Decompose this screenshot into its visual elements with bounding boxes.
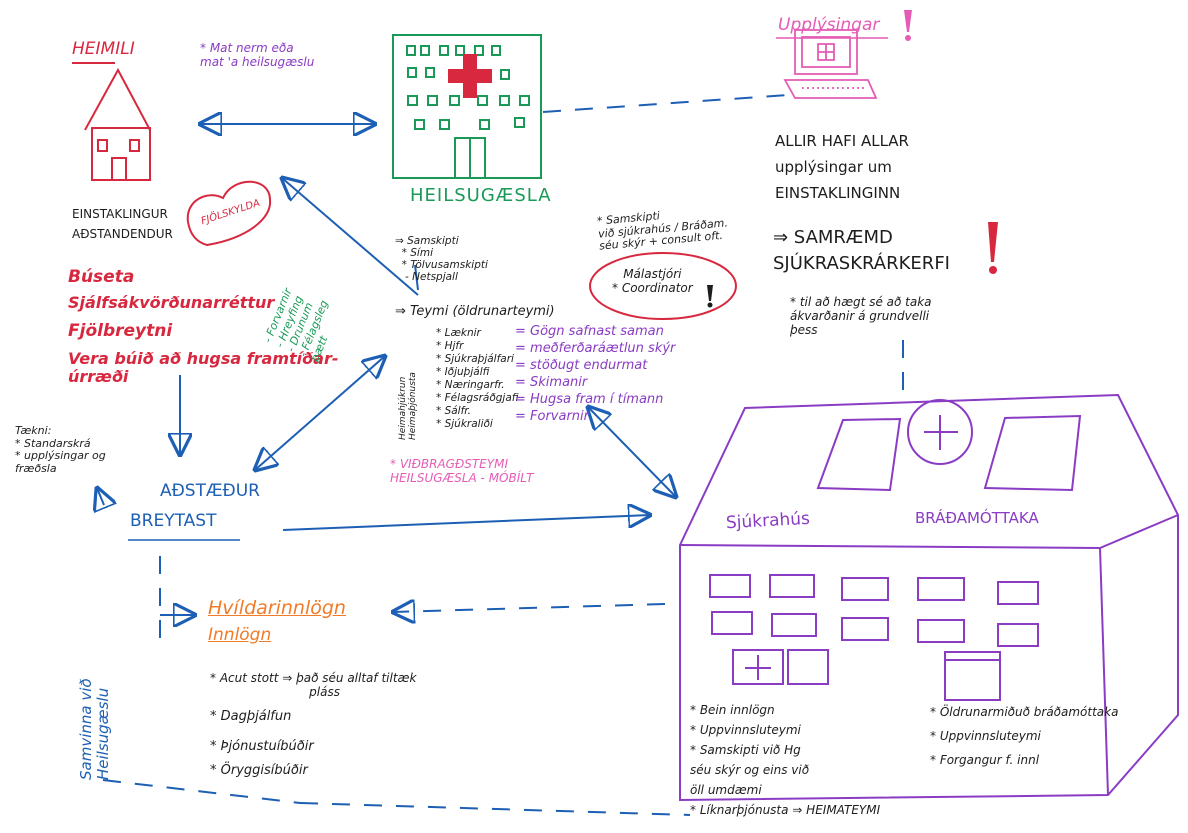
team-member: * Sjúkraþjálfari [436,353,514,365]
heart-shape [186,180,272,247]
individual-label: EINSTAKLINGUR [72,207,168,221]
communication-block: ⇒ Samskipti * Sími * Tölvusamskipti - Ne… [395,235,488,284]
decision-note: * til að hægt sé að taka ákvarðanir á gr… [790,295,932,337]
team-member: * Næringarfr. [436,379,505,391]
arrow-tech [97,488,104,505]
house-icon [84,67,151,181]
team-label: ⇒ Teymi (öldrunarteymi) [395,304,555,319]
arrows [97,124,676,615]
diversity-label: Fjölbreytni [68,321,173,341]
dashed-links [102,94,904,816]
living-label: Búseta [68,267,135,287]
exclamation-icon [707,10,998,308]
future-label: Vera búið að hugsa framtíðar- úrræði [68,349,339,387]
home-title: HEIMILI [72,39,135,59]
circumstances-label: AÐSTÆÐUR [160,481,260,501]
admission-item: * Acut stott ⇒ það séu alltaf tiltæk plá… [210,671,417,699]
self-determination-label: Sjálfsákvörðunarréttur [68,293,275,312]
team-member: * Sjúkraliði [436,418,493,430]
computer-info-icon [783,29,878,99]
team-member: * Iðjuþjálfi [436,366,490,378]
red-cross-icon [448,54,492,98]
health-center-building-icon [392,34,542,179]
team-member: * Sálfr. [436,405,471,417]
health-center-title: HEILSUGÆSLA [410,185,552,206]
food-note: * Mat nerm eða mat 'a heilsugæslu [200,41,315,69]
arrow-deterioration-to-hospital [282,515,650,531]
arrow-hospital-team [588,407,676,497]
unified-records-text: ⇒ SAMRÆMD SJÚKRASKRÁRKERFI [773,227,950,274]
response-team-label: * VIÐBRAGÐSTEYMI HEILSUGÆSLA - MÓBÍLT [390,457,534,485]
emergency-label: BRÁÐAMÓTTAKA [915,509,1039,527]
respite-admission-title: Hvíldarinnlögn [208,597,346,619]
team-goals-list: = Gögn safnast saman = meðferðaráætlun s… [515,324,676,424]
tech-block: Tækni: * Standarskrá * upplýsingar og fr… [15,424,106,475]
arrow-team-to-heart [282,178,419,296]
arrow-hospital-to-admission [393,604,666,612]
relatives-label: AÐSTANDENDUR [72,227,173,241]
coordinator-circle [589,252,737,320]
hospital-building-icon [679,393,1179,802]
arrow-deterioration-team [255,356,385,470]
admission-item: * Öryggisíbúðir [210,763,308,778]
team-member: * Læknir [436,327,481,339]
cooperation-vertical-label: Samvinna við Heilsugæslu [77,678,113,780]
admission-item: * Dagþjálfun [210,709,292,724]
home-nursing-vertical-label: Heimahjúkrun Heimaþjónusta [398,372,419,440]
team-member: * Hjfr [436,340,464,352]
admission-item: * Þjónustuíbúðir [210,739,314,754]
admission-subtitle: Innlögn [208,625,272,645]
coordinator-label: Málastjóri * Coordinator [612,267,693,295]
arrow-team-heart-small [414,264,419,291]
emergency-services-list: * Öldrunarmiðuð bráðamóttaka * Uppvinnsl… [930,705,1119,767]
team-member: * Félagsráðgjafi [436,392,519,404]
info-title: Upplýsingar [778,15,880,35]
hospital-services-list: * Bein innlögn * Uppvinnsluteymi * Samsk… [690,703,881,817]
change-label: BREYTAST [130,511,217,531]
team-members-list: * Læknir * Hjfr * Sjúkraþjálfari * Iðjuþ… [436,327,519,431]
all-info-text: ALLIR HAFI ALLAR upplýsingar um EINSTAKL… [775,132,909,202]
